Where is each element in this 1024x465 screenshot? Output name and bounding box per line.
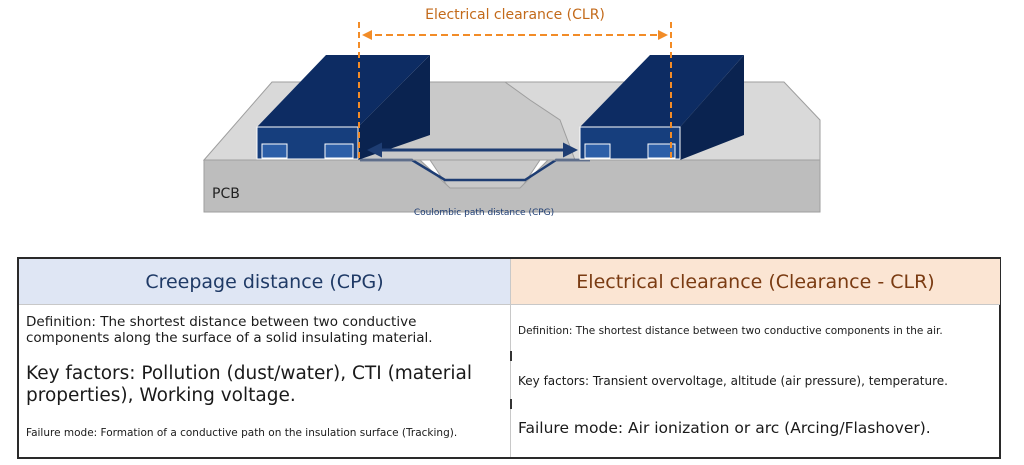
pcb-label: PCB [212, 186, 240, 202]
creepage-header: Creepage distance (CPG) [19, 259, 510, 305]
clearance-key-factors: Key factors: Transient overvoltage, alti… [518, 374, 948, 388]
cpg-label: Coulombic path distance (CPG) [414, 208, 554, 218]
clearance-definition: Definition: The shortest distance betwee… [518, 325, 943, 337]
right-pad-2 [647, 143, 676, 159]
row-divider-mark [510, 351, 512, 361]
creepage-definition: Definition: The shortest distance betwee… [26, 314, 433, 347]
comparison-table: Creepage distance (CPG) Definition: The … [17, 257, 1001, 459]
creepage-column: Creepage distance (CPG) Definition: The … [19, 259, 510, 457]
right-component [579, 55, 744, 160]
creepage-clearance-diagram: Electrical clearance (CLR) PCB Coulombic… [202, 7, 821, 218]
creepage-key-factors: Key factors: Pollution (dust/water), CTI… [26, 363, 472, 407]
clearance-header: Electrical clearance (Clearance - CLR) [511, 259, 1000, 305]
clearance-failure-mode: Failure mode: Air ionization or arc (Arc… [518, 419, 931, 437]
creepage-failure-mode: Failure mode: Formation of a conductive … [26, 427, 458, 439]
clearance-column: Electrical clearance (Clearance - CLR) D… [510, 259, 1000, 457]
left-pad-1 [261, 143, 288, 159]
right-pad-1 [584, 143, 611, 159]
row-divider-mark [510, 399, 512, 409]
left-pad-2 [324, 143, 354, 159]
left-component [256, 55, 430, 160]
clr-label: Electrical clearance (CLR) [425, 7, 605, 23]
